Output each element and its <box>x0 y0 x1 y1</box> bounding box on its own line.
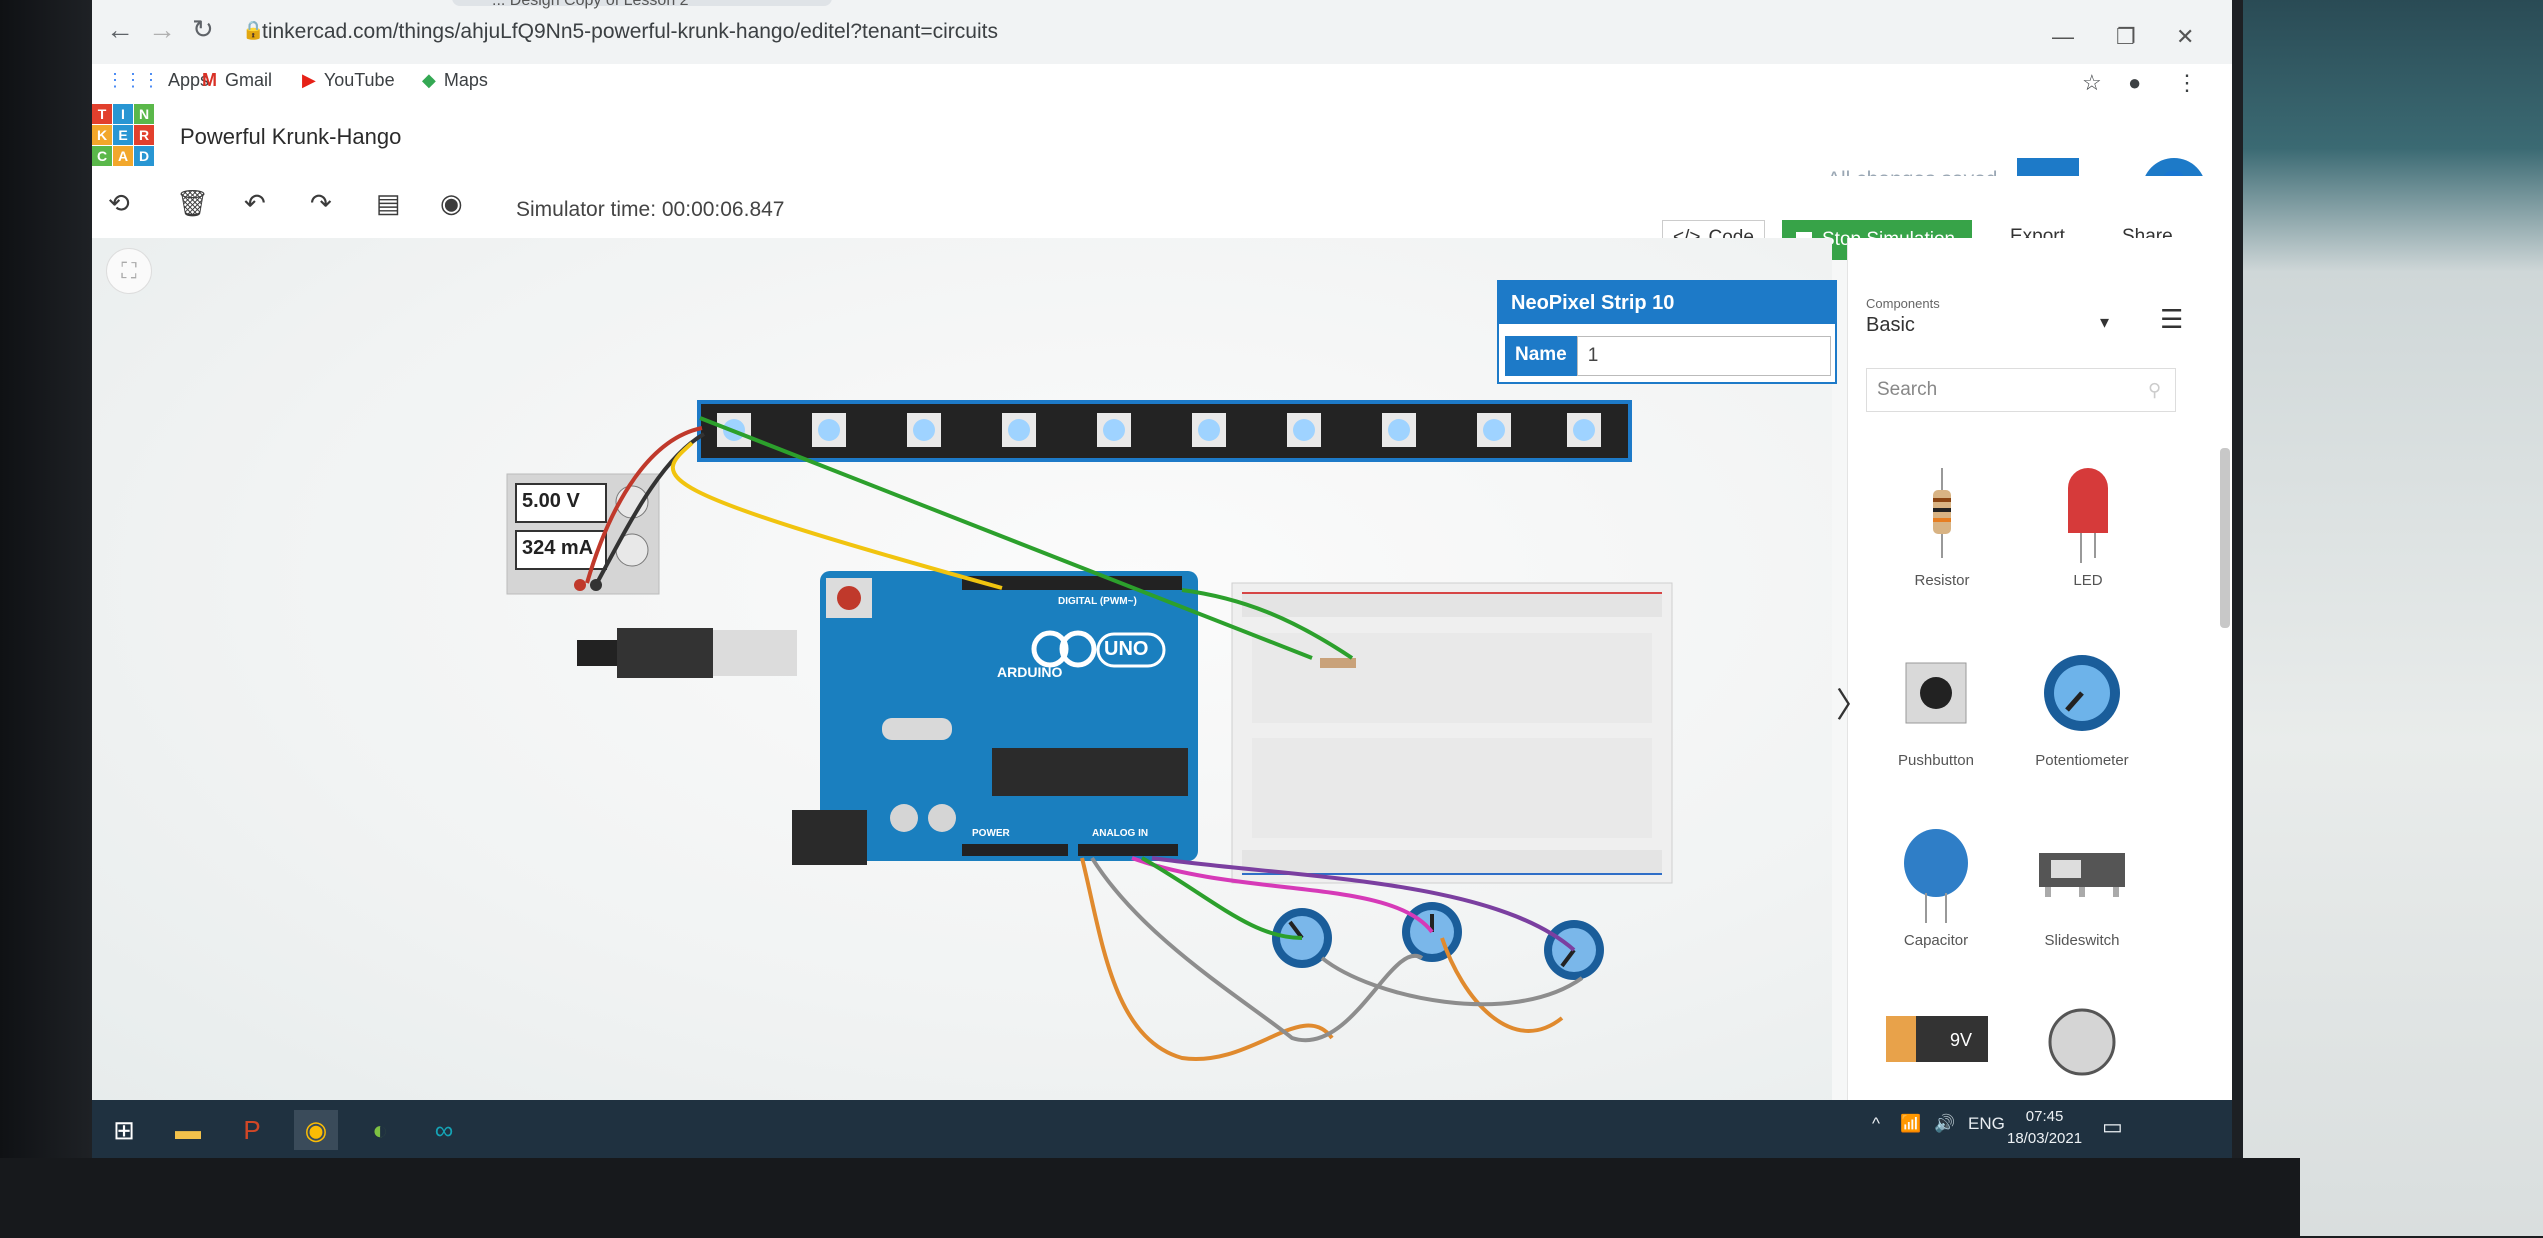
components-panel: Components Basic ▾ ☰ Search ⚲ 〉 Resistor… <box>1836 238 2232 1100</box>
profile-icon[interactable]: ● <box>2128 70 2142 95</box>
svg-text:9V: 9V <box>1950 1030 1972 1050</box>
inspector-title: NeoPixel Strip 10 <box>1499 282 1835 324</box>
capacitor-icon <box>1904 829 1968 923</box>
circuit-canvas[interactable]: ⛶ <box>92 238 1832 1100</box>
back-icon[interactable]: ← <box>106 14 134 45</box>
search-input[interactable]: Search <box>1866 368 2176 412</box>
part-slideswitch[interactable]: Slideswitch <box>2022 818 2142 949</box>
browser-tab[interactable] <box>452 0 832 6</box>
battery-icon: 9V <box>1886 1016 1988 1062</box>
redo-icon[interactable]: ↷ <box>310 188 332 218</box>
notifications-icon[interactable]: ▭ <box>2102 1114 2123 1139</box>
arduino-uno[interactable] <box>792 571 1198 865</box>
star-icon[interactable]: ☆ <box>2082 70 2102 95</box>
bookmark-apps[interactable]: ⋮⋮⋮Apps <box>106 70 210 90</box>
notes-icon[interactable]: ▤ <box>376 188 401 218</box>
screen: ... Design Copy of Lesson 2 ← → ↻ 🔒 tink… <box>92 0 2232 1158</box>
visibility-icon[interactable]: ◉ <box>440 188 463 218</box>
browser-tab-title: ... Design Copy of Lesson 2 <box>492 0 689 9</box>
usb-cable <box>577 628 797 678</box>
part-led[interactable]: LED <box>2028 458 2148 589</box>
potentiometer-icon <box>2044 655 2120 731</box>
bookmark-youtube[interactable]: ▶YouTube <box>302 70 395 90</box>
youtube-icon: ▶ <box>302 70 316 90</box>
name-input[interactable]: 1 <box>1576 336 1831 376</box>
lock-icon: 🔒 <box>242 20 265 40</box>
wires <box>585 416 1584 1061</box>
part-battery-9v[interactable]: 9V <box>1876 998 1996 1078</box>
neopixel-leds <box>717 413 1601 447</box>
chrome-icon[interactable]: ◉ <box>294 1110 338 1150</box>
power-pins-label: POWER <box>972 828 1010 839</box>
led-icon <box>2068 468 2108 563</box>
circuit-drawing <box>506 400 1673 1061</box>
resistor-icon <box>1933 468 1951 558</box>
neopixel-strip[interactable] <box>697 400 1632 462</box>
supply-voltage: 5.00 V <box>522 490 580 512</box>
simulator-time: Simulator time: 00:00:06.847 <box>516 198 785 221</box>
part-resistor[interactable]: Resistor <box>1882 458 2002 589</box>
tinkercad-logo[interactable]: T I N K E R C A D <box>92 104 154 166</box>
windows-start-icon[interactable]: ⊞ <box>113 1114 135 1145</box>
menu-icon[interactable]: ⋮ <box>2176 70 2198 95</box>
delete-icon[interactable]: 🗑 <box>176 188 210 218</box>
editor-toolbar: ⟲ 🗑 ↶ ↷ ▤ ◉ Simulator time: 00:00:06.847… <box>92 176 2232 260</box>
fit-view-icon[interactable]: ⛶ <box>106 248 152 294</box>
pushbutton-icon <box>1905 662 1967 724</box>
name-label: Name <box>1505 336 1577 376</box>
list-view-toggle-icon[interactable]: ☰ <box>2160 304 2184 334</box>
monitor-bottom-bezel <box>0 1158 2300 1238</box>
collapse-panel-icon[interactable]: 〉 <box>1836 687 1870 725</box>
app-header: T I N K E R C A D Powerful Krunk-Hango A… <box>92 104 2232 222</box>
maps-icon: ◆ <box>422 70 436 90</box>
power-supply[interactable] <box>506 473 660 595</box>
search-icon: ⚲ <box>2148 380 2162 400</box>
rotate-icon[interactable]: ⟲ <box>108 188 130 218</box>
part-potentiometer[interactable]: Potentiometer <box>2022 638 2142 769</box>
part-coin-battery[interactable] <box>2022 998 2142 1078</box>
analog-pins-label: ANALOG IN <box>1092 828 1149 839</box>
maximize-icon[interactable]: ❐ <box>2116 24 2136 49</box>
apps-grid-icon: ⋮⋮⋮ <box>106 70 160 90</box>
part-pushbutton[interactable]: Pushbutton <box>1876 638 1996 769</box>
panel-scrollbar[interactable] <box>2220 448 2230 628</box>
volume-icon[interactable]: 🔊 <box>1934 1114 1956 1133</box>
design-title[interactable]: Powerful Krunk-Hango <box>180 124 402 149</box>
chevron-down-icon[interactable]: ▾ <box>2100 312 2110 332</box>
tray-chevron-icon[interactable]: ^ <box>1872 1114 1880 1133</box>
reload-icon[interactable]: ↻ <box>192 14 214 44</box>
gmail-icon: M <box>202 70 217 90</box>
network-icon[interactable]: 📶 <box>1900 1114 1922 1133</box>
arduino-ide-icon[interactable]: ∞ <box>434 1114 454 1145</box>
digital-pins-label: DIGITAL (PWM~) <box>1058 596 1137 607</box>
components-label: Components <box>1866 296 1940 311</box>
bookmark-maps[interactable]: ◆Maps <box>422 70 488 90</box>
windows-taskbar: ⊞ ▬ P ◉ ◐ ∞ ^ 📶 🔊 ENG 07:45 18/03/2021 ▭ <box>92 1100 2232 1158</box>
breadboard[interactable] <box>1231 582 1673 884</box>
browser-toolbar: ... Design Copy of Lesson 2 ← → ↻ 🔒 tink… <box>92 0 2232 65</box>
language-indicator[interactable]: ENG <box>1968 1114 2005 1133</box>
arduino-brand: ARDUINO <box>997 664 1063 680</box>
coin-battery-icon <box>2048 1008 2116 1076</box>
supply-current: 324 mA <box>522 537 594 559</box>
arduino-model: UNO <box>1104 638 1149 660</box>
components-dropdown[interactable]: Basic <box>1866 314 1915 336</box>
background-photo <box>2243 0 2543 1236</box>
component-inspector: NeoPixel Strip 10 Name 1 <box>1497 280 1837 384</box>
file-explorer-icon[interactable]: ▬ <box>175 1114 201 1145</box>
system-clock[interactable]: 07:45 18/03/2021 <box>2007 1108 2083 1147</box>
minimize-icon[interactable]: — <box>2052 24 2074 49</box>
forward-icon[interactable]: → <box>148 14 176 45</box>
name-field-row: Name 1 <box>1505 336 1831 376</box>
slideswitch-icon <box>2039 853 2125 897</box>
address-bar[interactable]: tinkercad.com/things/ahjuLfQ9Nn5-powerfu… <box>262 20 998 43</box>
powerpoint-icon[interactable]: P <box>243 1114 261 1145</box>
app-leaf-icon[interactable]: ◐ <box>372 1114 388 1145</box>
part-capacitor[interactable]: Capacitor <box>1876 818 1996 949</box>
close-icon[interactable]: ✕ <box>2176 24 2195 49</box>
undo-icon[interactable]: ↶ <box>244 188 266 218</box>
